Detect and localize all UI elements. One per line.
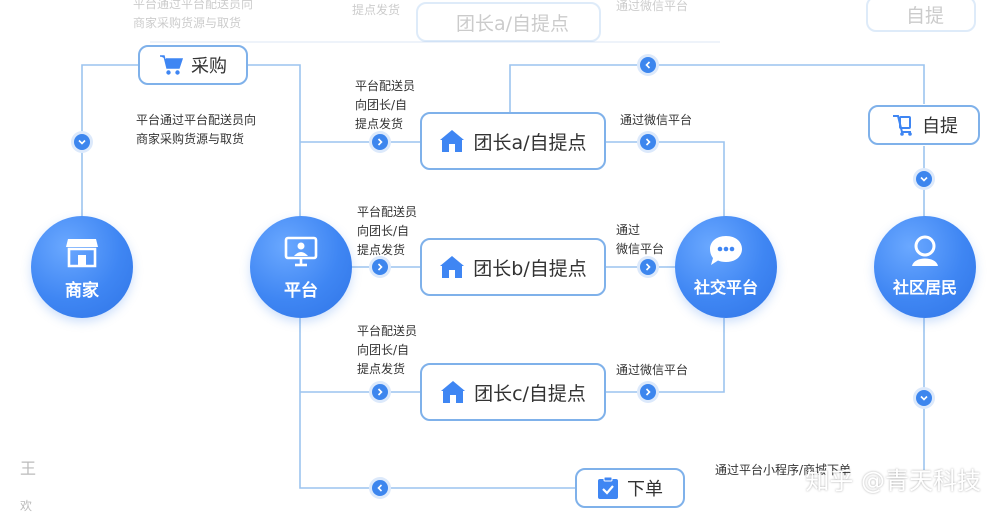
wechat-a-note: 通过微信平台: [620, 113, 693, 127]
purchase-note: 平台通过平台配送员向 商家采购货源与取货: [136, 111, 256, 149]
watermark: 知乎 @青天科技: [805, 467, 981, 495]
purchase-label: 采购: [191, 56, 227, 77]
order-label: 下单: [627, 479, 663, 500]
house-icon: [440, 256, 465, 278]
note-line: 平台配送员: [357, 205, 418, 219]
monitor-person-icon: [284, 236, 318, 267]
ghost-left-edge-text: 王: [20, 459, 37, 478]
ghost-top-deliver: 提点发货: [352, 3, 401, 17]
purchase-box[interactable]: 采购: [138, 45, 248, 85]
shop-icon: [66, 239, 98, 268]
arrow-right-dot: [640, 134, 656, 150]
wechat-c-note: 通过微信平台: [616, 363, 689, 377]
ghost-leader-label: 团长a/自提点: [455, 12, 570, 35]
arrow-right-dot: [640, 259, 656, 275]
chevron-down-icon: [920, 395, 928, 401]
ghost-top-note: 平台通过平台配送员向 商家采购货源与取货: [133, 0, 253, 33]
arrow-right-dot: [640, 384, 656, 400]
chevron-right-icon: [645, 263, 651, 271]
social-platform-label: 社交平台: [693, 278, 758, 297]
pickup-label: 自提: [922, 116, 958, 137]
arrow-right-dot: [372, 134, 388, 150]
chevron-left-icon: [645, 61, 651, 69]
arrow-down-dot: [916, 390, 932, 406]
deliver-a-note: 平台配送员 向团长/自 提点发货: [355, 77, 415, 134]
arrow-down-dot: [74, 134, 90, 150]
deliver-c-note: 平台配送员 向团长/自 提点发货: [357, 322, 417, 379]
chevron-down-icon: [78, 139, 86, 145]
note-line: 向团长/自: [355, 98, 408, 112]
wechat-b-note: 通过 微信平台: [616, 221, 664, 259]
house-icon: [440, 130, 465, 152]
leader-a-box[interactable]: 团长a/自提点: [420, 112, 606, 170]
chevron-left-icon: [377, 484, 383, 492]
arrow-down-dot: [916, 171, 932, 187]
arrow-left-dot: [372, 480, 388, 496]
ghost-top-wechat: 通过微信平台: [616, 0, 689, 13]
leader-b-label: 团长b/自提点: [473, 257, 587, 280]
note-line: 通过: [616, 223, 641, 237]
chevron-down-icon: [920, 176, 928, 182]
social-platform-node[interactable]: 社交平台: [675, 216, 777, 318]
deliver-b-note: 平台配送员 向团长/自 提点发货: [357, 203, 417, 260]
note-line: 平台配送员: [357, 324, 418, 338]
ghost-pickup-box: 自提: [866, 0, 976, 32]
ghost-left-edge-text: 欢: [20, 499, 33, 513]
chevron-right-icon: [377, 263, 383, 271]
note-line: 提点发货: [357, 243, 406, 257]
line-purchase-platform: [248, 64, 301, 218]
house-icon: [441, 381, 466, 403]
merchant-label: 商家: [65, 281, 99, 301]
chevron-right-icon: [645, 388, 651, 396]
ghost-pickup-label: 自提: [905, 4, 944, 27]
order-box[interactable]: 下单: [575, 468, 685, 508]
note-line: 提点发货: [357, 362, 406, 376]
ghost-leader-box: 团长a/自提点: [416, 2, 601, 42]
merchant-node[interactable]: 商家: [31, 216, 133, 318]
clipboard-check-icon: [598, 476, 618, 499]
arrow-left-dot: [640, 57, 656, 73]
chat-bubble-icon: [710, 236, 742, 265]
chevron-right-icon: [377, 388, 383, 396]
person-icon: [912, 235, 938, 266]
note-line: 平台配送员: [355, 79, 416, 93]
bag-icon: [893, 115, 912, 136]
arrow-right-dot: [372, 259, 388, 275]
note-line: 商家采购货源与取货: [136, 132, 245, 146]
line-platform-order: [299, 318, 575, 489]
resident-label: 社区居民: [892, 278, 957, 297]
note-line: 向团长/自: [357, 224, 410, 238]
note-line: 微信平台: [616, 242, 665, 256]
line-leader-a-social: [606, 141, 725, 218]
chevron-right-icon: [645, 138, 651, 146]
resident-node[interactable]: 社区居民: [874, 216, 976, 318]
leader-c-label: 团长c/自提点: [474, 382, 586, 405]
ghost-note-line: 商家采购货源与取货: [133, 16, 242, 30]
leader-b-box[interactable]: 团长b/自提点: [420, 238, 606, 296]
pickup-box[interactable]: 自提: [868, 105, 980, 145]
leader-c-box[interactable]: 团长c/自提点: [420, 363, 606, 421]
chevron-right-icon: [377, 138, 383, 146]
line-leader-c-social: [606, 318, 725, 393]
arrow-right-dot: [372, 384, 388, 400]
platform-node[interactable]: 平台: [250, 216, 352, 318]
platform-label: 平台: [284, 281, 318, 301]
note-line: 提点发货: [355, 117, 404, 131]
ghost-note-line: 平台通过平台配送员向: [133, 0, 254, 11]
order-note: 通过平台小程序/商城下单: [715, 463, 852, 477]
line-merchant-purchase: [81, 64, 138, 218]
line-top-loop: [509, 64, 925, 112]
note-line: 向团长/自: [357, 343, 410, 357]
note-line: 平台通过平台配送员向: [136, 113, 257, 127]
leader-a-label: 团长a/自提点: [473, 131, 587, 154]
cart-icon: [160, 55, 183, 75]
